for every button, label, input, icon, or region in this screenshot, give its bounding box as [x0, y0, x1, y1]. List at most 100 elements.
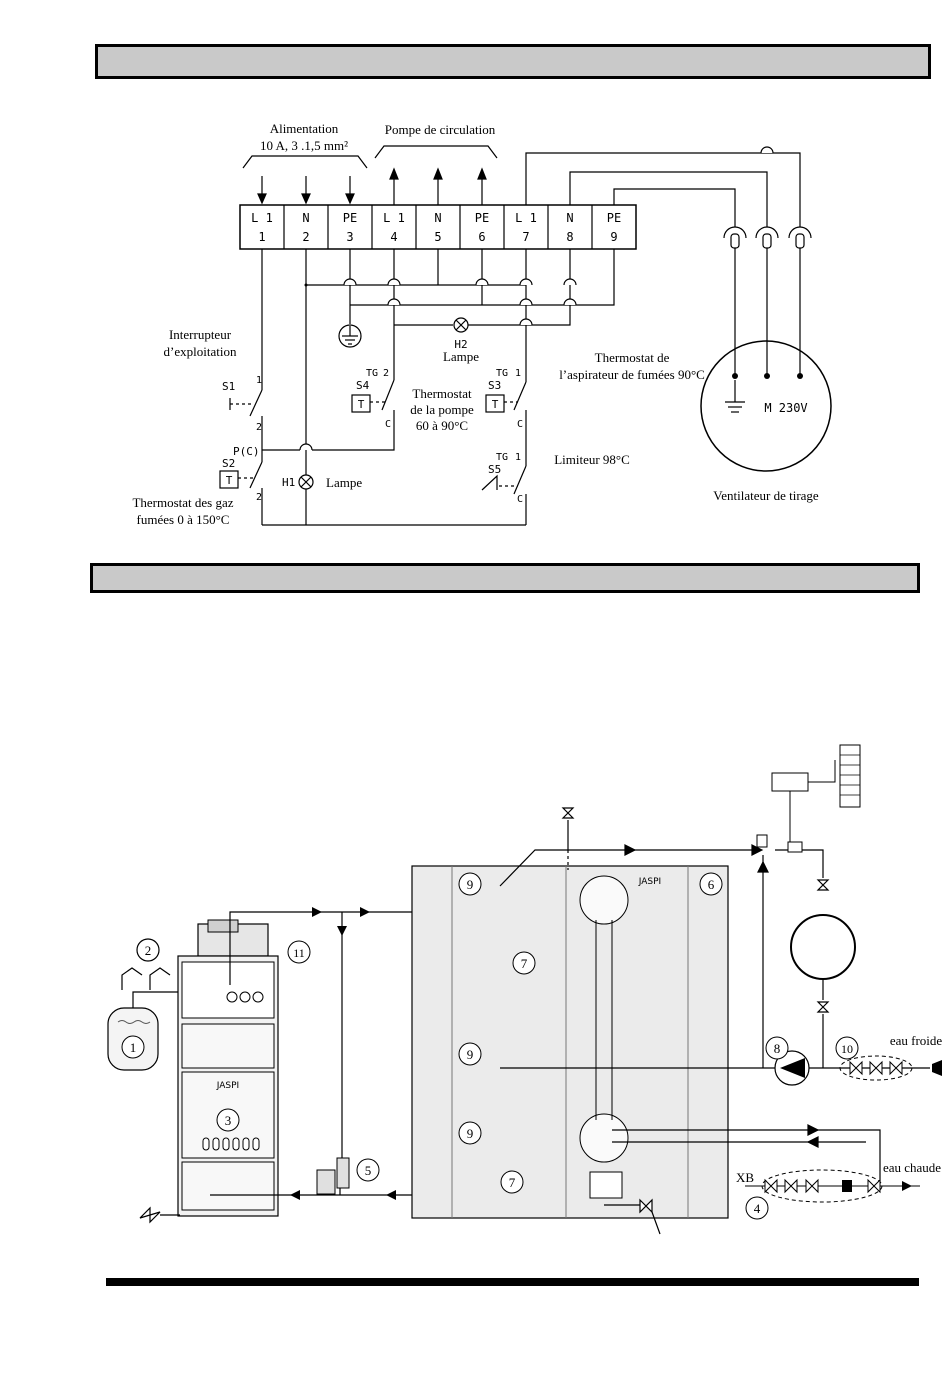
svg-text:T: T	[226, 474, 233, 487]
svg-text:7: 7	[509, 1175, 516, 1190]
supply-arrows	[257, 176, 355, 205]
eau-chaude-label: eau chaude	[883, 1160, 941, 1175]
svg-text:S3: S3	[488, 379, 501, 392]
footer-rule	[106, 1278, 919, 1286]
svg-text:1: 1	[515, 368, 521, 379]
eau-froide-label: eau froide	[890, 1033, 943, 1048]
h2-label: H2	[454, 338, 467, 351]
terminal-4-label: L 1	[383, 211, 405, 225]
limiteur-label: Limiteur 98°C	[554, 452, 630, 467]
expansion-vessel: 1	[107, 1000, 159, 1071]
terminal-1-label: L 1	[251, 211, 273, 225]
svg-text:S5: S5	[488, 463, 501, 476]
storage-tank: 6 JASPI 9 9 9 7 7	[411, 865, 729, 1219]
svg-text:1: 1	[515, 452, 521, 463]
thermo-aspi-2: l’aspirateur de fumées 90°C	[559, 367, 705, 382]
wire-hop-arcs	[760, 146, 774, 154]
switch-s2: P(C) S2 T 2	[219, 445, 263, 525]
terminal-8-num: 8	[566, 230, 573, 244]
plug-connectors	[723, 226, 812, 379]
terminal-1-num: 1	[258, 230, 265, 244]
thermo-pompe-3: 60 à 90°C	[416, 418, 468, 433]
terminal-9-label: PE	[607, 211, 621, 225]
terminal-5-label: N	[434, 211, 441, 225]
draft-fan-motor: M 230V	[700, 340, 832, 472]
svg-text:S2: S2	[222, 457, 235, 470]
ventilateur-label: Ventilateur de tirage	[713, 488, 819, 503]
svg-text:T: T	[492, 398, 499, 411]
boiler-brand: JASPI	[216, 1081, 239, 1091]
terminal-6-label: PE	[475, 211, 489, 225]
svg-text:7: 7	[521, 956, 528, 971]
thermo-aspi-1: Thermostat de	[595, 350, 670, 365]
control-box	[756, 744, 861, 853]
svg-text:T: T	[358, 398, 365, 411]
terminal-3-num: 3	[346, 230, 353, 244]
alimentation-label: Alimentation	[270, 121, 339, 136]
coil-pipes	[612, 1124, 881, 1182]
switch-s4: TG 2 S4 T C	[351, 368, 395, 430]
lamp-h2-icon	[453, 317, 469, 333]
cold-water-group: 10	[835, 1036, 942, 1081]
pump-group: 5	[316, 1157, 380, 1195]
pompe-brace	[374, 145, 498, 159]
boiler: 3 JASPI	[177, 919, 279, 1217]
drain-valve-left	[139, 1206, 180, 1224]
switch-s5: TG 1 S5 C	[481, 452, 527, 525]
ground-icon-pe	[338, 324, 362, 348]
safety-valves	[121, 938, 183, 1000]
svg-text:1: 1	[130, 1040, 137, 1055]
thermo-gaz-1: Thermostat des gaz	[132, 495, 233, 510]
svg-text:1: 1	[256, 375, 262, 386]
terminal-2-label: N	[302, 211, 309, 225]
svg-text:9: 9	[467, 877, 474, 892]
flow-arrows	[290, 907, 396, 1200]
svg-text:C: C	[517, 419, 523, 430]
terminal-8-label: N	[566, 211, 573, 225]
svg-text:5: 5	[365, 1163, 372, 1178]
hop-h1	[299, 443, 313, 451]
terminal-6-num: 6	[478, 230, 485, 244]
label-11: 11	[293, 946, 305, 960]
lamp-h1-icon	[298, 474, 314, 490]
section-header-bar-middle	[90, 563, 920, 593]
circulator-pump: 8	[765, 1036, 810, 1086]
terminal-7-label: L 1	[515, 211, 537, 225]
svg-text:S1: S1	[222, 380, 235, 393]
motor-label: M 230V	[764, 401, 807, 415]
svg-text:4: 4	[754, 1201, 761, 1216]
svg-text:2: 2	[383, 368, 389, 379]
svg-text:P(C): P(C)	[233, 445, 260, 458]
motor-feed-wires	[525, 152, 801, 228]
hot-water-group: 4	[745, 1169, 920, 1220]
svg-text:TG: TG	[366, 368, 378, 379]
ground-icon	[725, 380, 745, 413]
svg-text:9: 9	[467, 1047, 474, 1062]
lampe-h2-label: Lampe	[443, 349, 479, 364]
terminal-5-num: 5	[434, 230, 441, 244]
h1-wiring	[262, 430, 395, 451]
h1-label: H1	[282, 476, 295, 489]
svg-text:C: C	[385, 419, 391, 430]
tank-brand: JASPI	[638, 877, 661, 887]
terminal-3-label: PE	[343, 211, 357, 225]
svg-text:8: 8	[774, 1041, 781, 1056]
svg-text:TG: TG	[496, 452, 508, 463]
label-11-circle	[287, 940, 311, 964]
interrupteur-label: Interrupteur	[169, 327, 232, 342]
label-2: 2	[145, 943, 152, 958]
svg-text:2: 2	[256, 492, 262, 503]
lampe-h1-label: Lampe	[326, 475, 362, 490]
terminal-7-num: 7	[522, 230, 529, 244]
xb-label: XB	[736, 1170, 754, 1185]
crossing-hops	[343, 278, 577, 326]
svg-text:3: 3	[225, 1113, 232, 1128]
pompe-circulation-label: Pompe de circulation	[385, 122, 496, 137]
junction-dots	[304, 283, 308, 287]
svg-text:C: C	[517, 494, 523, 505]
svg-text:6: 6	[708, 877, 715, 892]
terminal-2-num: 2	[302, 230, 309, 244]
alimentation-brace	[242, 155, 368, 169]
svg-text:S4: S4	[356, 379, 370, 392]
